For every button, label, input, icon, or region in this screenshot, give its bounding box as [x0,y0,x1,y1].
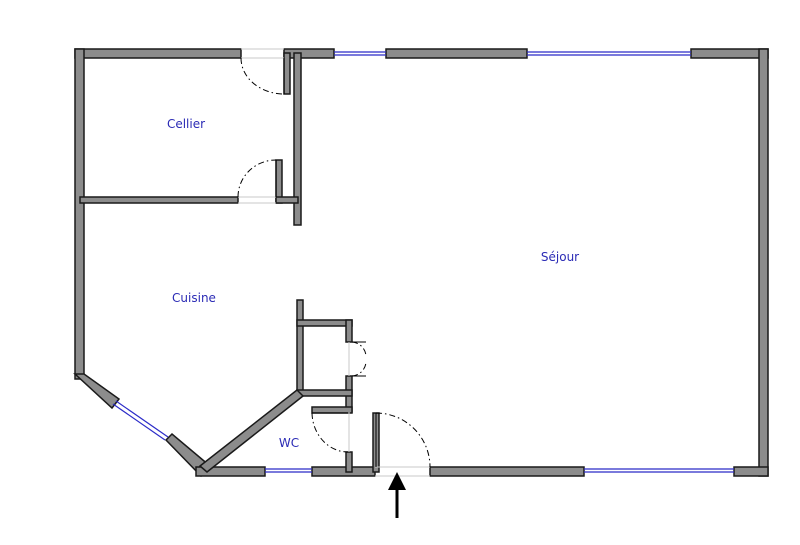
windows [112,51,734,473]
wall-top-sejour-2 [690,48,769,59]
wall-top-mid [283,48,335,59]
wall-bottom-4 [733,466,769,477]
wall-left [74,48,85,380]
room-labels: Cellier Cuisine Séjour WC [167,117,579,450]
wall-closet-top [296,319,353,327]
wall-wc-top [311,406,353,414]
wall-right [758,48,769,477]
wall-wc-right [345,451,353,473]
exterior-walls [73,48,769,478]
wall-closet-bottom [296,389,353,397]
room-label-wc: WC [279,436,299,450]
wall-bottom-3 [429,466,585,477]
wall-closet-left [296,299,304,395]
wall-slant-1 [73,373,121,410]
room-label-cellier: Cellier [167,117,205,131]
wall-cellier-cuisine [79,196,239,204]
wall-jamb-top [283,52,291,95]
wall-vertical-top [293,52,302,226]
wall-jamb-cellier-base [275,196,299,204]
wall-top-sejour-1 [385,48,528,59]
wall-bottom-2 [311,466,376,477]
wall-wc-slant [198,388,305,473]
room-label-sejour: Séjour [541,250,579,264]
interior-walls [79,52,380,473]
doors [237,57,431,468]
wall-closet-right-top [345,319,353,343]
room-label-cuisine: Cuisine [172,291,216,305]
wall-top-cellier [74,48,242,59]
openings [238,48,430,477]
arrow-up-icon [388,472,406,518]
